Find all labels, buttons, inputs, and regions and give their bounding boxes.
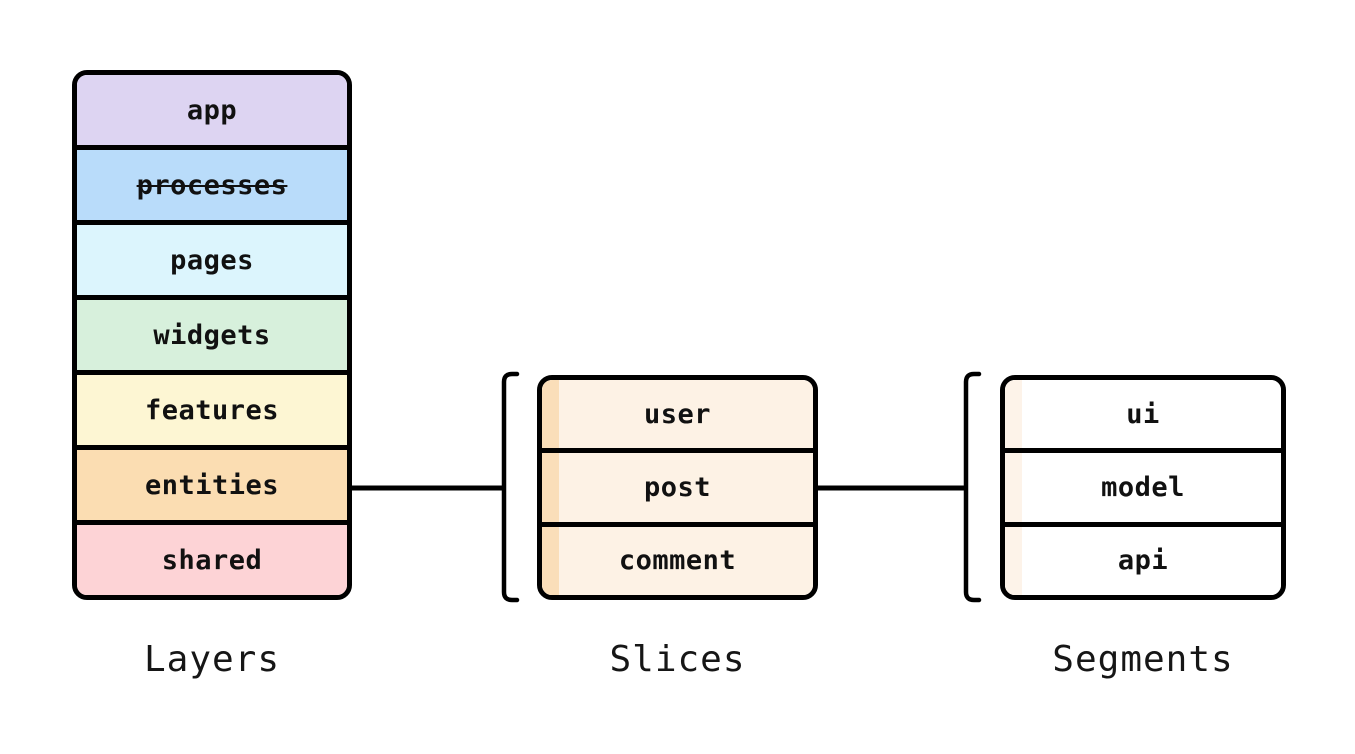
segments-stack: ui model api [1000, 375, 1286, 600]
layers-caption: Layers [143, 639, 281, 680]
slice-label-user: user [643, 398, 712, 430]
slice-accent-strip [542, 453, 559, 522]
layers-stack: app processes pages widgets features ent… [72, 70, 352, 600]
segment-accent-strip [1005, 526, 1022, 595]
segment-row-model: model [1005, 453, 1281, 527]
slice-label-post: post [643, 471, 712, 503]
layer-label-widgets: widgets [153, 319, 271, 351]
layer-row-entities: entities [77, 450, 347, 525]
segment-label-api: api [1117, 545, 1169, 577]
segment-accent-strip [1005, 380, 1022, 449]
segment-label-ui: ui [1126, 398, 1160, 430]
slices-caption: Slices [609, 639, 746, 680]
slice-row-user: user [542, 380, 813, 454]
segment-row-ui: ui [1005, 380, 1281, 454]
segment-label-model: model [1101, 471, 1185, 503]
layer-row-app: app [77, 75, 347, 150]
segments-bracket-icon [963, 371, 982, 603]
layer-label-pages: pages [170, 244, 254, 276]
slice-label-comment: comment [618, 545, 737, 577]
layer-row-features: features [77, 375, 347, 450]
slice-row-post: post [542, 453, 813, 527]
layer-row-shared: shared [77, 525, 347, 595]
layer-label-entities: entities [144, 469, 280, 501]
slice-accent-strip [542, 380, 559, 449]
segment-row-api: api [1005, 526, 1281, 595]
slice-row-comment: comment [542, 526, 813, 595]
segment-accent-strip [1005, 453, 1022, 522]
segments-caption: Segments [1052, 639, 1234, 680]
layer-row-pages: pages [77, 225, 347, 300]
slices-stack: user post comment [537, 375, 818, 600]
layer-label-features: features [144, 394, 280, 426]
layer-label-processes: processes [136, 169, 288, 201]
layer-row-processes: processes [77, 150, 347, 225]
slices-bracket-icon [501, 371, 520, 603]
layer-label-shared: shared [161, 544, 263, 576]
slice-accent-strip [542, 526, 559, 595]
layer-row-widgets: widgets [77, 300, 347, 375]
layer-label-app: app [186, 94, 238, 126]
